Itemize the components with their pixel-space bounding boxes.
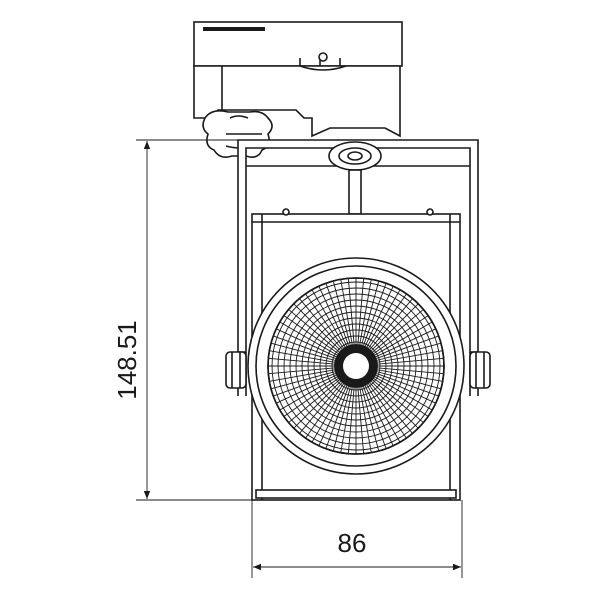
pivot-rod [348, 169, 362, 215]
pivot-assembly [328, 141, 382, 215]
adapter-screw [318, 52, 328, 62]
track-adapter [193, 21, 403, 138]
height-dimension-label: 148.51 [112, 320, 142, 400]
width-dimension: 86 [251, 500, 463, 578]
reflector-facets [268, 278, 444, 454]
led-lens [343, 353, 369, 379]
lamp-bezel-inner [255, 265, 457, 467]
lamp-head [247, 257, 465, 475]
side-knob-right [469, 351, 491, 389]
height-dimension: 148.51 [112, 139, 252, 501]
side-knob-left [225, 351, 247, 389]
width-dimension-label: 86 [338, 528, 367, 558]
adapter-label-bar [203, 27, 265, 31]
